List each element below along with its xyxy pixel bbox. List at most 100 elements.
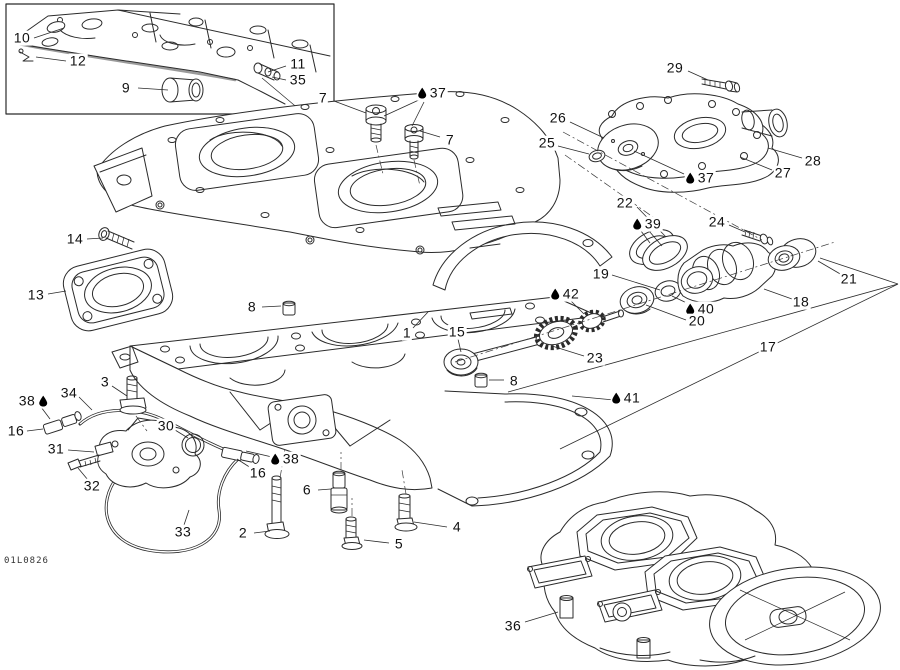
leader-line [551, 345, 585, 357]
callout-7-5[interactable]: 7 [317, 90, 329, 106]
centerline [135, 415, 148, 432]
callout-2-42[interactable]: 2 [237, 525, 249, 541]
callout-41-25[interactable]: 41 [610, 390, 642, 406]
callout-12-1[interactable]: 12 [68, 53, 88, 69]
callout-18-21[interactable]: 18 [791, 294, 811, 310]
callout-22-14[interactable]: 22 [615, 194, 635, 211]
callout-15-28[interactable]: 15 [447, 324, 467, 340]
callout-9-2[interactable]: 9 [120, 80, 132, 96]
callout-38-40[interactable]: 38 [269, 451, 301, 467]
callout-11-3[interactable]: 11 [289, 56, 307, 72]
callout-number: 37 [429, 84, 447, 101]
callout-8-26[interactable]: 8 [246, 298, 258, 315]
callout-1-27[interactable]: 1 [401, 325, 413, 341]
callout-20-20[interactable]: 20 [687, 313, 707, 329]
callout-number: 4 [452, 518, 462, 535]
callout-37-6[interactable]: 37 [416, 84, 448, 101]
callout-32-38[interactable]: 32 [82, 478, 102, 494]
seal-15-drawing [443, 348, 479, 377]
callout-number: 3 [100, 373, 110, 390]
callout-38-33[interactable]: 38 [17, 393, 49, 409]
callout-number: 39 [644, 215, 662, 232]
callout-7-7[interactable]: 7 [444, 132, 456, 148]
callout-8-29[interactable]: 8 [508, 373, 520, 389]
callout-16-35[interactable]: 16 [6, 422, 26, 439]
callout-13-31[interactable]: 13 [26, 286, 46, 303]
callout-21-22[interactable]: 21 [839, 271, 859, 287]
part-11-35-bolt-washer-drawing [253, 62, 301, 111]
bolt-4-drawing [394, 493, 418, 532]
callout-29-8[interactable]: 29 [665, 60, 685, 76]
callout-24-16[interactable]: 24 [707, 213, 727, 230]
alignment-centerlines [135, 131, 836, 516]
inset-detail-drawing [5, 3, 335, 115]
callout-number: 35 [289, 71, 307, 88]
callout-number: 16 [7, 422, 25, 439]
bearing-21-drawing [767, 238, 817, 271]
callout-number: 16 [249, 464, 267, 481]
side-cover-drawing [709, 566, 881, 666]
callout-40-19[interactable]: 40 [684, 301, 716, 317]
callout-10-0[interactable]: 10 [12, 30, 32, 46]
callout-27-12[interactable]: 27 [773, 165, 793, 181]
callout-number: 24 [708, 213, 726, 230]
leader-line [245, 450, 273, 458]
callout-17-23[interactable]: 17 [758, 338, 778, 355]
callout-number: 33 [174, 523, 192, 540]
seal-25-drawing [588, 149, 606, 163]
oring-30-drawing [181, 433, 205, 457]
callout-5-44[interactable]: 5 [393, 535, 405, 552]
callout-number: 13 [27, 286, 45, 303]
part-12-clip-drawing [18, 48, 34, 62]
callout-16-41[interactable]: 16 [248, 464, 268, 481]
callout-number: 25 [538, 134, 556, 151]
leader-line [419, 130, 441, 138]
callout-number: 17 [759, 338, 777, 355]
callout-28-11[interactable]: 28 [803, 153, 823, 169]
leader-line [67, 449, 95, 453]
callout-39-15[interactable]: 39 [631, 215, 663, 232]
callout-31-36[interactable]: 31 [46, 441, 66, 457]
screw-14-drawing [98, 227, 135, 250]
bolt-24-drawing [741, 229, 774, 246]
leader-line [271, 76, 287, 81]
callout-number: 36 [504, 617, 522, 634]
dowel-pin-8-drawings [282, 300, 488, 388]
callout-number: 5 [394, 535, 404, 552]
water-pump-drawing [588, 78, 788, 193]
callout-33-39[interactable]: 33 [173, 523, 193, 540]
leader-line [413, 521, 448, 528]
leader-line [568, 298, 585, 315]
leader-line [47, 290, 67, 295]
callout-30-37[interactable]: 30 [156, 418, 176, 434]
callout-34-34[interactable]: 34 [59, 385, 79, 401]
callout-number: 22 [616, 194, 634, 211]
callout-6-43[interactable]: 6 [301, 481, 313, 498]
bolt-2-drawing [264, 475, 290, 539]
callout-number: 8 [247, 298, 257, 315]
engine-block-drawing [527, 491, 881, 667]
callout-23-24[interactable]: 23 [585, 350, 605, 366]
callout-4-45[interactable]: 4 [451, 518, 463, 535]
callout-35-4[interactable]: 35 [288, 71, 308, 88]
callout-36-46[interactable]: 36 [503, 617, 523, 634]
callout-25-10[interactable]: 25 [537, 134, 557, 151]
callout-number: 6 [302, 481, 312, 498]
centerline [564, 154, 661, 223]
leader-line [571, 395, 615, 401]
bolt-5-drawing [341, 516, 363, 550]
callout-14-30[interactable]: 14 [65, 231, 85, 247]
callout-26-9[interactable]: 26 [548, 110, 568, 126]
part-10-seals-drawing [41, 21, 66, 47]
callout-37-13[interactable]: 37 [684, 170, 716, 186]
leader-line [687, 70, 709, 81]
callout-3-32[interactable]: 3 [99, 373, 111, 390]
leader-line [645, 304, 687, 321]
callout-19-17[interactable]: 19 [591, 266, 611, 282]
leader-line [819, 257, 899, 285]
callout-leader-lines [26, 27, 899, 623]
callout-42-18[interactable]: 42 [549, 286, 581, 302]
centerline [454, 241, 836, 363]
